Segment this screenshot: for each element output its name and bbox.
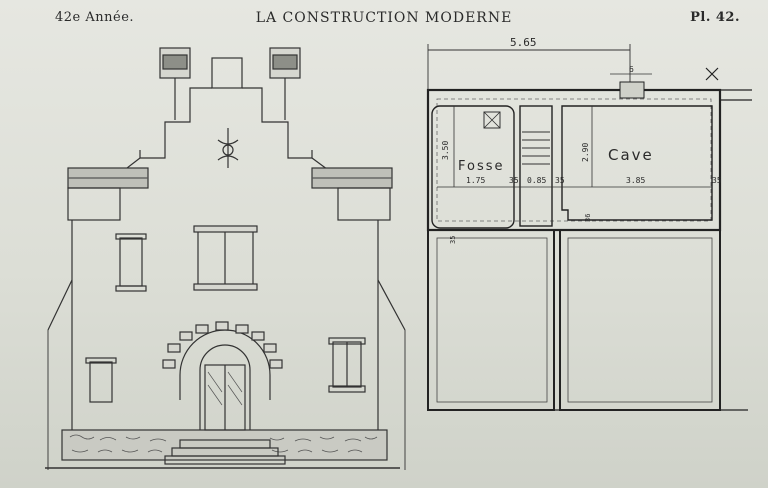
floor-plan: 5.65 6 Fosse Cave 1.75 35 0.85 35 3.85 3… — [426, 36, 752, 411]
dim-wall-a: 35 — [509, 176, 519, 185]
dim-wall-c: 35 — [712, 176, 722, 185]
chimney-dim: 6 — [629, 65, 634, 74]
dim-stair-width: 0.85 — [527, 176, 546, 185]
room-fosse-label: Fosse — [458, 159, 505, 174]
plate-number: Pl. 42. — [690, 10, 740, 25]
room-cave-label: Cave — [608, 146, 654, 164]
dim-wall-b: 35 — [555, 176, 565, 185]
dim-fosse-depth: 3.50 — [441, 141, 450, 160]
house-elevation — [45, 47, 406, 470]
overall-width-dim: 5.65 — [510, 36, 537, 49]
year-label: 42e Année. — [55, 10, 135, 25]
dim-small-2: 36 — [584, 214, 592, 222]
dim-cave-width: 3.85 — [626, 176, 645, 185]
journal-title: La Construction Moderne — [255, 10, 513, 26]
dim-cave-depth: 2.90 — [581, 143, 590, 162]
dim-small-1: 35 — [449, 236, 457, 244]
dim-fosse-width: 1.75 — [466, 176, 485, 185]
